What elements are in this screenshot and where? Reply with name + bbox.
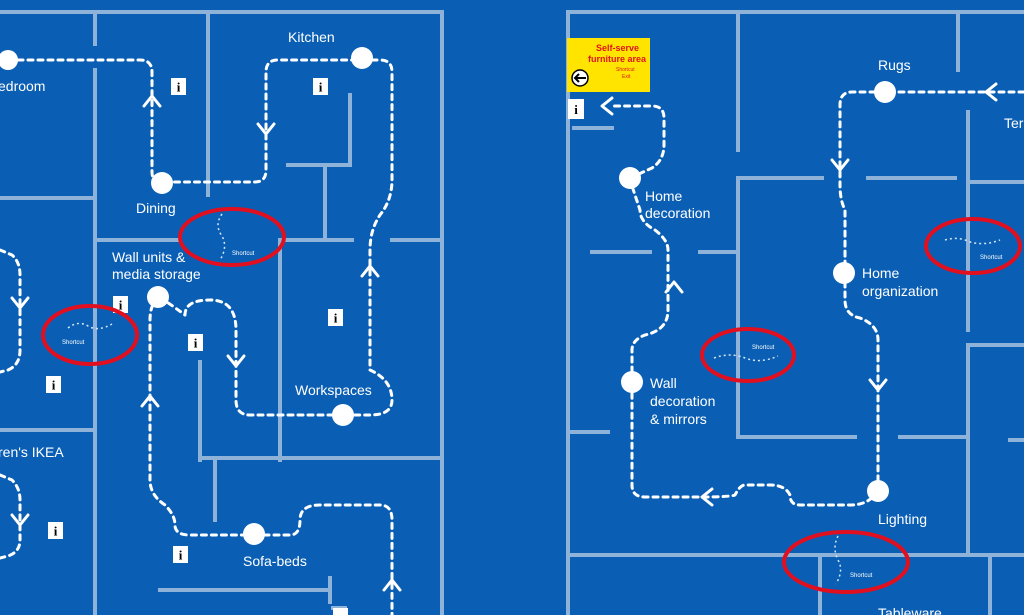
arrow-up-icon [664, 280, 684, 294]
area-label-decoration: decoration [645, 205, 710, 221]
arrow-down-icon [10, 296, 30, 310]
right-panel-route [608, 90, 1024, 507]
left-panel-shortcuts: Shortcut Shortcut [41, 207, 286, 366]
area-label-wall-decoration: decoration [650, 393, 715, 409]
area-label-childrens-ikea: ren's IKEA [0, 444, 64, 460]
arrow-down-icon [10, 513, 30, 527]
left-panel-info-icons: i i i i i i i i [46, 78, 348, 615]
area-label-mirrors: & mirrors [650, 411, 707, 427]
svg-text:i: i [179, 548, 183, 563]
info-icon: i [188, 334, 203, 351]
area-label-workspaces: Workspaces [295, 382, 372, 398]
svg-text:Shortcut: Shortcut [980, 255, 1003, 261]
sign-line-2: Exit [622, 74, 631, 80]
area-label-tableware: Tableware [878, 605, 942, 615]
left-panel-route [0, 58, 394, 615]
svg-text:Shortcut: Shortcut [62, 340, 85, 346]
area-label-wall-units: Wall units & [112, 249, 186, 265]
svg-text:Shortcut: Shortcut [232, 251, 255, 257]
area-label-dining: Dining [136, 200, 176, 216]
left-panel-stops [0, 47, 373, 545]
svg-text:i: i [54, 524, 58, 539]
stop-bedroom [0, 50, 18, 70]
area-label-media-storage: media storage [112, 266, 201, 282]
stop-rugs [874, 81, 896, 103]
shortcut-marker: Shortcut [924, 217, 1022, 275]
left-panel-arrows [10, 94, 402, 592]
right-panel-labels: Rugs Ter Home decoration Home organizati… [645, 57, 1024, 615]
arrow-up-icon [360, 264, 380, 278]
info-icon: i [171, 78, 186, 95]
stop-wall-units [147, 286, 169, 308]
arrow-up-icon [382, 578, 402, 592]
info-icon: i [328, 309, 343, 326]
arrow-down-icon [830, 158, 850, 172]
svg-text:i: i [52, 378, 56, 393]
sign-title-2: furniture area [588, 54, 647, 64]
stop-lighting [867, 480, 889, 502]
info-icon: i [46, 376, 61, 393]
svg-text:i: i [177, 80, 181, 95]
area-label-kitchen: Kitchen [288, 29, 335, 45]
info-icon: i [173, 546, 188, 563]
area-label-rugs: Rugs [878, 57, 911, 73]
stop-workspaces [332, 404, 354, 426]
info-icon: i [48, 522, 63, 539]
svg-text:i: i [319, 80, 323, 95]
stop-sofa-beds [243, 523, 265, 545]
stop-wall-decoration [621, 371, 643, 393]
svg-text:i: i [334, 311, 338, 326]
sign-line-1: Shortcut [616, 67, 635, 73]
shortcut-marker: Shortcut [700, 327, 796, 383]
arrow-down-icon [868, 378, 888, 392]
stop-home-organization [833, 262, 855, 284]
info-icon: i [313, 78, 328, 95]
svg-text:Shortcut: Shortcut [752, 345, 775, 351]
stop-dining [151, 172, 173, 194]
stop-home-decoration [619, 167, 641, 189]
arrow-left-icon [571, 69, 589, 87]
area-label-ter: Ter [1004, 115, 1024, 131]
arrow-left-icon [700, 487, 714, 507]
area-label-wall: Wall [650, 375, 677, 391]
stop-kitchen [351, 47, 373, 69]
right-panel-shortcuts: Shortcut Shortcut Shortcut [700, 217, 1022, 594]
arrow-down-icon [226, 354, 246, 368]
right-panel-stops [619, 81, 896, 502]
arrow-down-icon [256, 122, 276, 136]
area-label-organization: organization [862, 283, 938, 299]
svg-text:Shortcut: Shortcut [850, 573, 873, 579]
area-label-sofa-beds: Sofa-beds [243, 553, 307, 569]
arrow-up-icon [142, 94, 162, 108]
info-icon [333, 608, 348, 615]
svg-text:i: i [574, 102, 578, 117]
svg-text:i: i [119, 298, 123, 313]
arrow-up-icon [140, 394, 160, 408]
shortcut-marker: Shortcut [41, 304, 139, 366]
area-label-home: Home [645, 188, 683, 204]
left-panel-labels: edroom Kitchen Dining Wall units & media… [0, 29, 372, 569]
arrow-left-icon [600, 96, 614, 116]
area-label-lighting: Lighting [878, 511, 927, 527]
sign-title: Self-serve [596, 43, 639, 53]
shortcut-marker: Shortcut [178, 207, 286, 267]
area-label-home-org: Home [862, 265, 900, 281]
self-serve-sign: Self-serve furniture area Shortcut Exit [567, 38, 650, 92]
right-panel-arrows [600, 82, 998, 507]
svg-text:i: i [194, 336, 198, 351]
area-label-bedroom: edroom [0, 78, 45, 94]
arrow-left-icon [984, 82, 998, 102]
shortcut-marker: Shortcut [782, 530, 910, 594]
info-icon: i [113, 296, 128, 313]
info-icon: i [568, 99, 584, 119]
